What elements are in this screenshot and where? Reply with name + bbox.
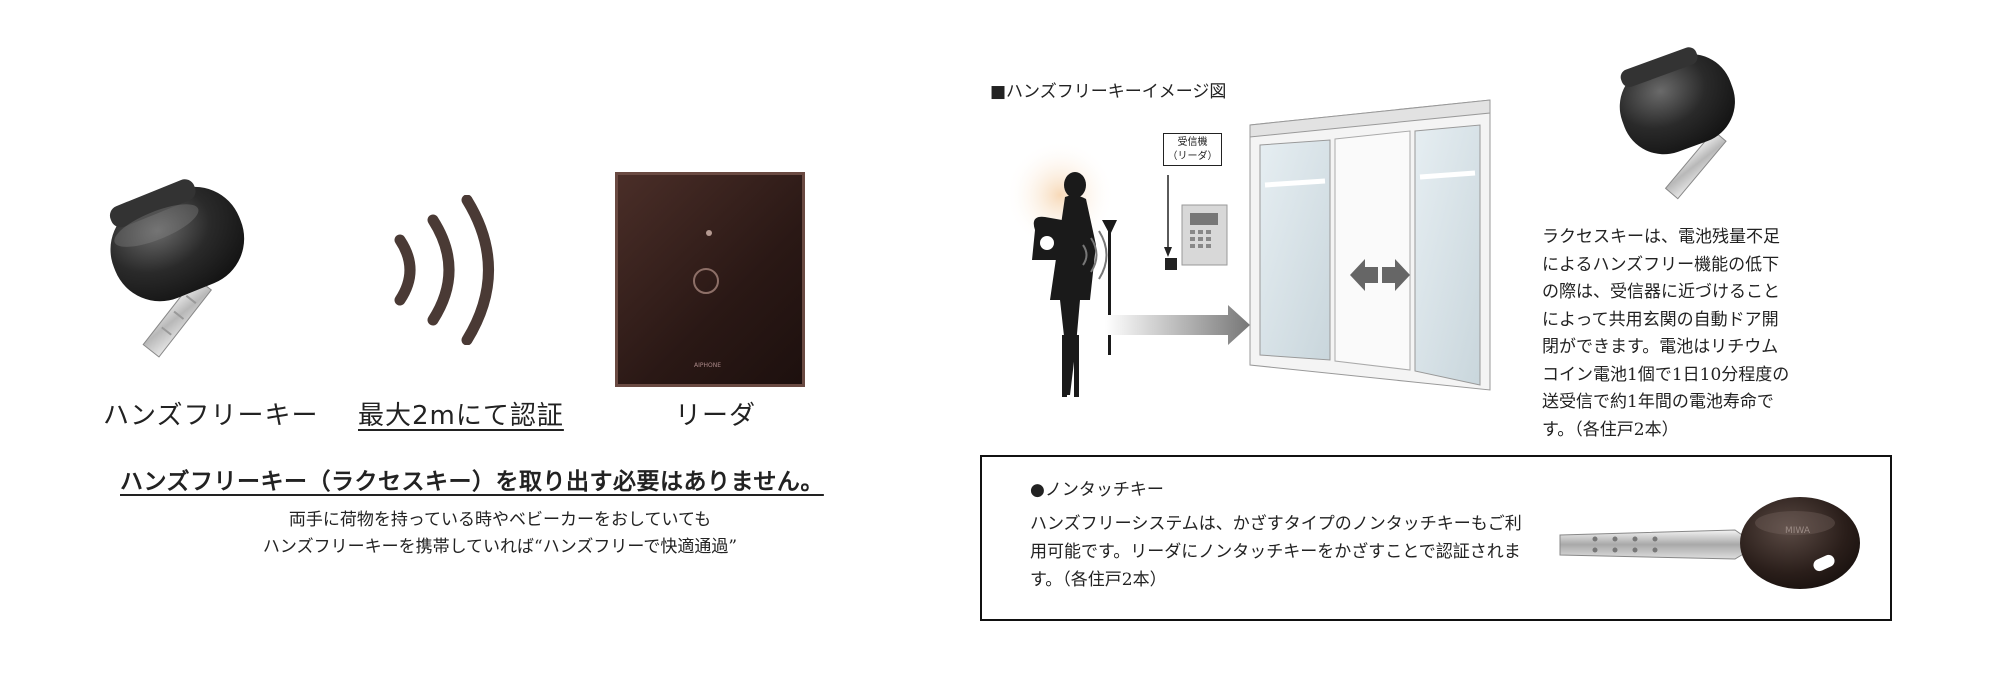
approach-arrow [1105, 305, 1250, 345]
caption-handsfree-key: ハンズフリーキー [103, 401, 319, 431]
reader-panel-image: AIPHONE [615, 172, 805, 387]
non-touch-key-description: ハンズフリーシステムは、かざすタイプのノンタッチキーもご利用可能です。リーダにノ… [1030, 514, 1522, 590]
recess-key-description: ラクセスキーは、電池残量不足によるハンズフリー機能の低下の際は、受信器に近づける… [1542, 227, 1790, 440]
sub-text-line2: ハンズフリーキーを携帯していれば“ハンズフリーで快適通過” [262, 537, 738, 557]
non-touch-key-panel [980, 455, 1892, 621]
sub-text-line1: 両手に荷物を持っている時やベビーカーをおしていても [288, 510, 712, 530]
non-touch-key-image: MIWA [1559, 497, 1860, 589]
reader-led-icon [706, 230, 712, 236]
recess-key-image [1619, 47, 1735, 200]
reader-brand: AIPHONE [694, 362, 722, 369]
door-open-left-arrow [1350, 259, 1378, 291]
handsfree-key-image [109, 179, 245, 358]
headline: ハンズフリーキー（ラクセスキー）を取り出す必要はありません。 [120, 469, 824, 495]
diagram-title: ■ハンズフリーキーイメージ図 [990, 82, 1227, 102]
signal-waves-icon [394, 195, 494, 345]
receiver-label-box: 受信機 （リーダ） [1163, 133, 1222, 166]
non-touch-key-brand: MIWA [1785, 526, 1811, 536]
reader-sensor-icon [693, 268, 719, 294]
non-touch-key-title: ●ノンタッチキー [1030, 480, 1164, 500]
receiver-label-line1: 受信機 [1177, 137, 1208, 148]
entrance-diagram [1010, 99, 1491, 397]
caption-auth-range: 最大2mにて認証 [358, 401, 564, 431]
receiver-label-line2: （リーダ） [1167, 151, 1218, 162]
caption-reader: リーダ [675, 401, 757, 431]
door-open-right-arrow [1382, 259, 1410, 291]
